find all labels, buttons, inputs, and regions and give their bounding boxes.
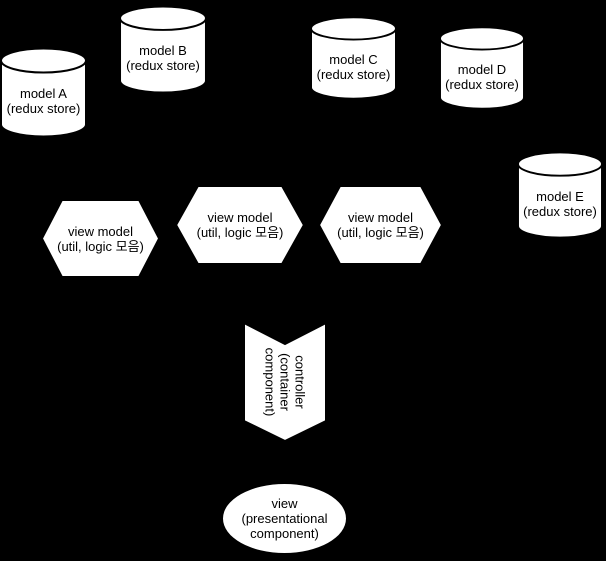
cylinder-shape-icon — [439, 26, 525, 110]
node-label: model A (redux store) — [0, 47, 87, 138]
node-label-line: model A — [20, 86, 67, 101]
node-view-model-2[interactable]: view model (util, logic 모음) — [174, 185, 306, 265]
node-label-line: (util, logic 모음) — [57, 238, 144, 254]
node-label-line: (redux store) — [316, 66, 391, 82]
hexagon-shape-icon — [40, 199, 161, 278]
node-label-line: view model — [347, 210, 414, 225]
node-label-line: controller — [292, 355, 308, 409]
node-label: view model (util, logic 모음) — [318, 185, 443, 265]
node-label-line: model B — [139, 43, 187, 58]
node-label-line: (redux store) — [6, 101, 81, 116]
node-label: model D (redux store) — [439, 26, 525, 110]
cylinder-shape-icon — [119, 5, 207, 94]
node-label-line: (redux store) — [126, 58, 200, 73]
node-label-line: model E — [536, 188, 584, 204]
node-model-c[interactable]: model C (redux store) — [310, 16, 397, 100]
node-label-line: view model — [67, 223, 134, 239]
node-label-line: (presentational — [241, 511, 328, 526]
node-label-line: (util, logic 모음) — [337, 225, 424, 240]
node-label: view model (util, logic 모음) — [41, 199, 160, 278]
cylinder-shape-icon — [517, 151, 603, 239]
node-label: model C (redux store) — [310, 16, 397, 100]
node-label: model B (redux store) — [119, 5, 207, 94]
node-label-line: view model — [207, 210, 273, 225]
node-view-model-1[interactable]: view model (util, logic 모음) — [40, 199, 161, 278]
node-label: controller (container component) — [263, 322, 308, 442]
node-view[interactable]: view (presentational component) — [222, 483, 347, 554]
node-label: view model (util, logic 모음) — [175, 185, 305, 265]
down-arrow-shape-icon — [243, 321, 327, 443]
node-label-line: model C — [329, 51, 378, 67]
hexagon-shape-icon — [317, 185, 444, 265]
node-label: view (presentational component) — [223, 484, 346, 553]
node-label-line: (util, logic 모음) — [196, 225, 284, 240]
node-label-line: component) — [250, 526, 319, 541]
node-controller[interactable]: controller (container component) — [243, 321, 327, 443]
hexagon-shape-icon — [174, 185, 306, 265]
node-label-line: component) — [262, 347, 278, 417]
node-model-b[interactable]: model B (redux store) — [119, 5, 207, 94]
cylinder-shape-icon — [0, 47, 87, 138]
node-label-line: view — [271, 496, 298, 511]
node-label-line: (redux store) — [445, 76, 519, 92]
node-model-a[interactable]: model A (redux store) — [0, 47, 87, 138]
cylinder-shape-icon — [310, 16, 397, 100]
node-model-e[interactable]: model E (redux store) — [517, 151, 603, 239]
node-label-line: (container — [277, 353, 293, 411]
node-label-line: model D — [457, 61, 507, 77]
node-label-line: (redux store) — [523, 203, 597, 219]
node-view-model-3[interactable]: view model (util, logic 모음) — [317, 185, 444, 265]
node-model-d[interactable]: model D (redux store) — [439, 26, 525, 110]
node-label: model E (redux store) — [517, 151, 603, 239]
